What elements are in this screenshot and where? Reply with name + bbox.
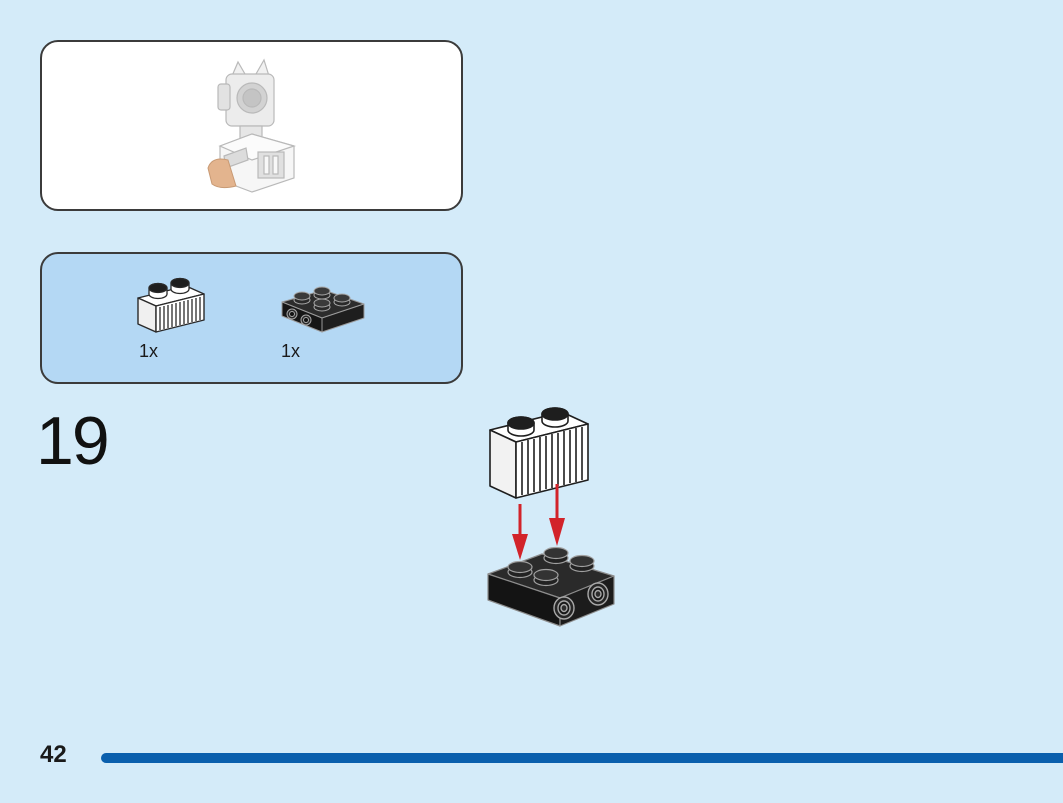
insertion-arrows (512, 484, 565, 560)
part-quantity: 1x (281, 341, 301, 361)
page-number: 42 (40, 741, 67, 768)
model-preview-image (207, 58, 297, 193)
parts-list-panel (40, 252, 463, 384)
step-number: 19 (36, 403, 110, 479)
white-grille-brick-part-image (137, 277, 205, 333)
black-side-stud-plate-part-image (281, 286, 365, 333)
part-quantity: 1x (139, 341, 159, 361)
page-progress-bar (101, 753, 1063, 763)
build-step-illustration (487, 407, 615, 627)
